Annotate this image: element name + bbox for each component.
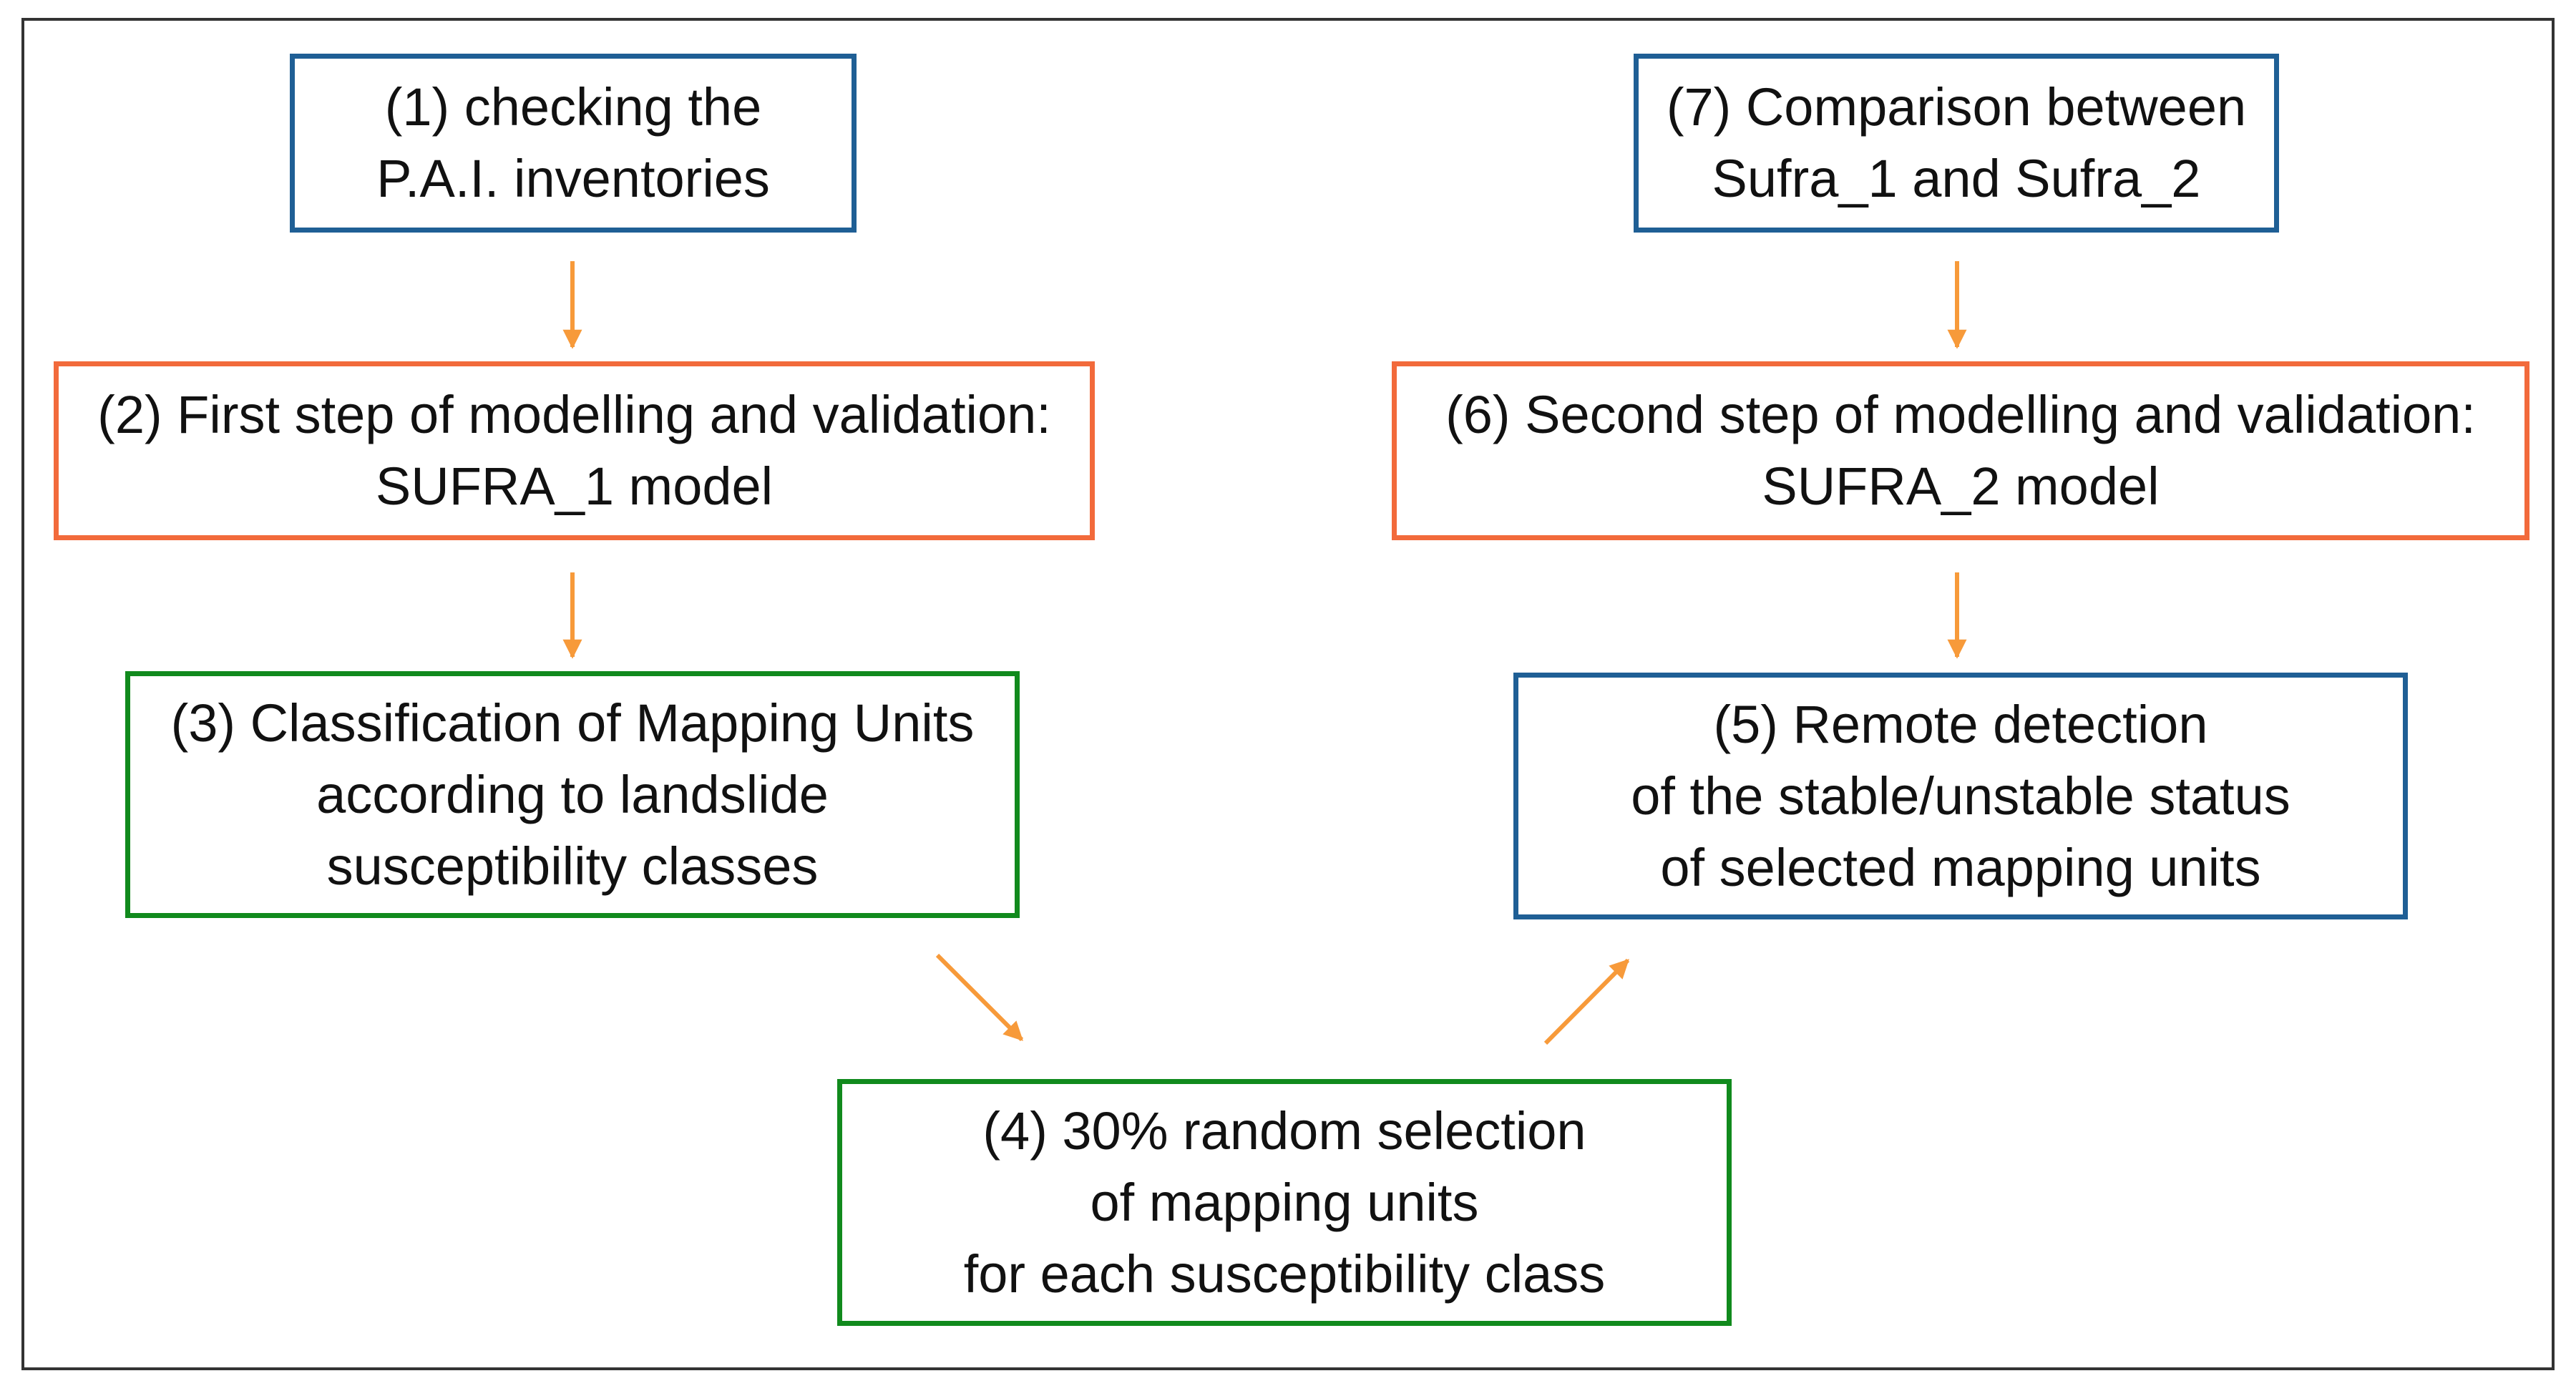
step-3-box: (3) Classification of Mapping Units acco… (125, 671, 1020, 918)
step-7-label: (7) Comparison between Sufra_1 and Sufra… (1666, 77, 2247, 208)
step-5-box: (5) Remote detection of the stable/unsta… (1513, 673, 2408, 919)
step-2-box: (2) First step of modelling and validati… (54, 361, 1095, 540)
step-2-label: (2) First step of modelling and validati… (97, 385, 1051, 516)
step-7-box: (7) Comparison between Sufra_1 and Sufra… (1634, 54, 2279, 233)
arrow-4-to-5 (1543, 958, 1630, 1045)
step-4-box: (4) 30% random selection of mapping unit… (837, 1079, 1732, 1326)
step-1-label: (1) checking the P.A.I. inventories (376, 77, 770, 208)
step-3-label: (3) Classification of Mapping Units acco… (170, 693, 975, 896)
step-6-label: (6) Second step of modelling and validat… (1445, 385, 2476, 516)
step-5-label: (5) Remote detection of the stable/unsta… (1631, 694, 2290, 897)
step-4-label: (4) 30% random selection of mapping unit… (963, 1100, 1606, 1304)
step-6-box: (6) Second step of modelling and validat… (1392, 361, 2529, 540)
arrow-3-to-4 (935, 953, 1024, 1042)
step-1-box: (1) checking the P.A.I. inventories (290, 54, 857, 233)
diagram-frame (21, 18, 2555, 1370)
